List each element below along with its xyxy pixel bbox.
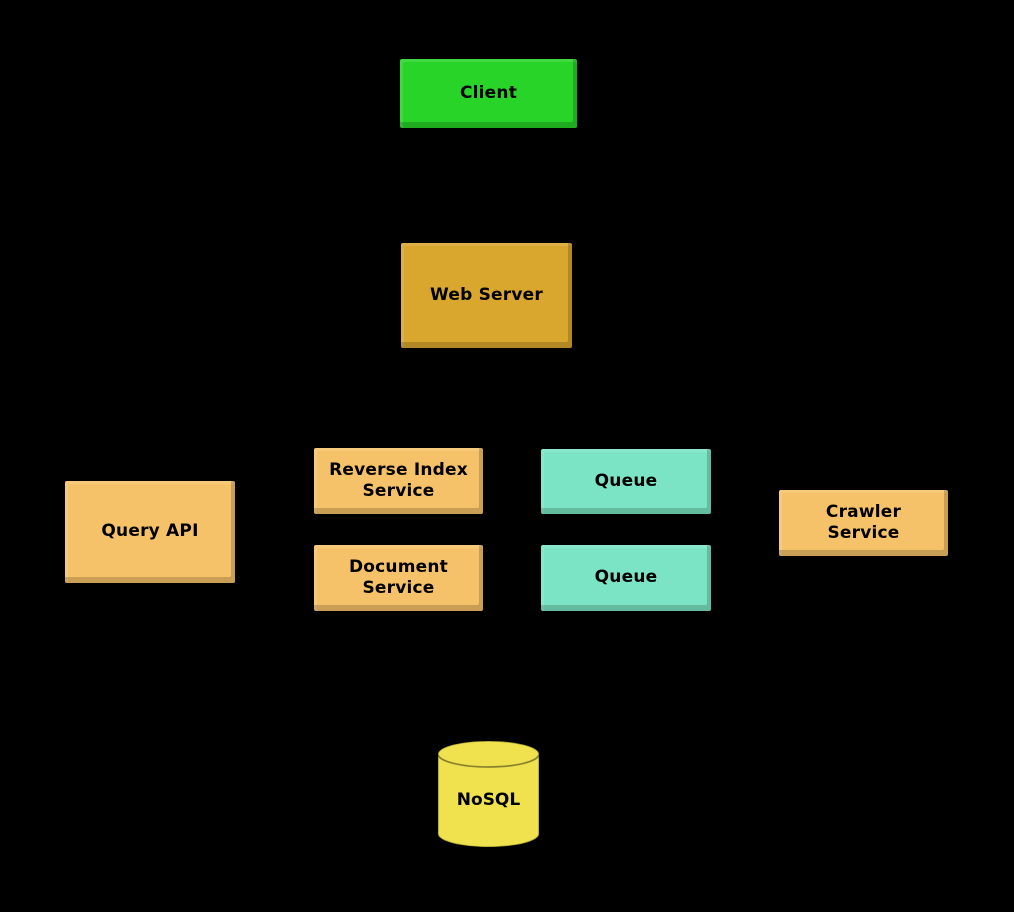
node-web-server: Web Server bbox=[401, 243, 572, 348]
node-document-service-label: Document Service bbox=[348, 556, 449, 598]
node-query-api: Query API bbox=[65, 481, 235, 583]
node-reverse-index-service-label: Reverse Index Service bbox=[329, 459, 468, 501]
node-web-server-label: Web Server bbox=[430, 284, 543, 305]
node-crawler-service: Crawler Service bbox=[779, 490, 948, 556]
node-document-service: Document Service bbox=[314, 545, 483, 611]
node-queue-2-label: Queue bbox=[594, 567, 658, 588]
node-queue-1: Queue bbox=[541, 449, 711, 514]
node-client: Client bbox=[400, 59, 577, 128]
node-nosql-database-label: NoSQL bbox=[456, 789, 521, 810]
node-crawler-service-label: Crawler Service bbox=[825, 501, 902, 543]
node-queue-2: Queue bbox=[541, 545, 711, 611]
node-nosql-database: NoSQL bbox=[437, 740, 540, 848]
node-client-label: Client bbox=[459, 82, 518, 103]
database-cylinder-icon bbox=[437, 740, 540, 848]
node-reverse-index-service: Reverse Index Service bbox=[314, 448, 483, 514]
node-queue-1-label: Queue bbox=[594, 470, 658, 491]
node-query-api-label: Query API bbox=[101, 521, 199, 542]
